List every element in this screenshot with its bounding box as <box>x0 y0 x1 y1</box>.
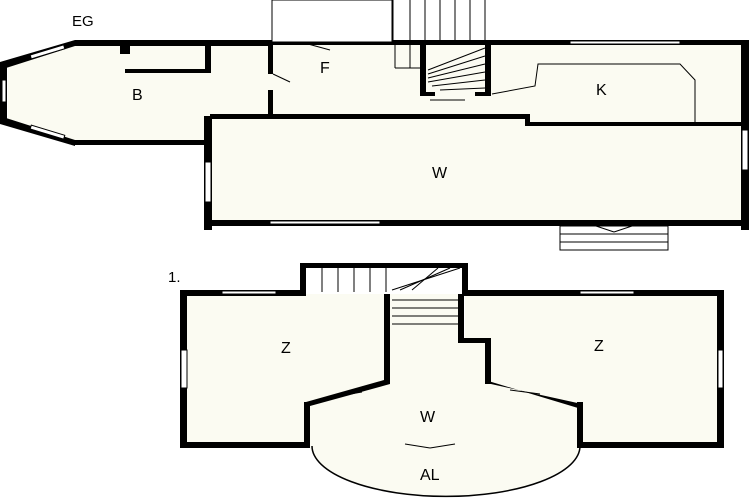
window-z-right-top <box>579 290 635 295</box>
window-bay-upper <box>29 44 66 60</box>
staircase-eg <box>271 0 486 91</box>
wall-z-left-inner <box>384 294 390 384</box>
wall-w-top <box>210 114 530 119</box>
room-label-f: F <box>320 60 330 77</box>
window-w-bottom <box>269 220 381 225</box>
wall-b-shelf <box>125 69 211 73</box>
door-b-f <box>272 73 291 83</box>
stair-wall-bottom-r <box>475 92 491 96</box>
room-label-z-left: Z <box>281 340 291 357</box>
wall-w-top-right <box>525 114 530 124</box>
first-floor: 1. Z Z W AL <box>168 263 724 498</box>
top-wall-left <box>75 40 273 46</box>
wall-z-left-bay <box>304 402 310 448</box>
stair-box-left <box>300 263 306 296</box>
room-w-floor <box>210 116 742 224</box>
staircase-1 <box>321 267 461 325</box>
window-z-right-side <box>717 349 724 389</box>
floor-label-1: 1. <box>168 269 181 286</box>
stair-box-top <box>300 263 468 268</box>
window-z-left-side <box>180 349 188 389</box>
entrance-steps <box>559 225 669 251</box>
bay-wall-lower <box>0 118 75 146</box>
window-bay <box>1 79 7 103</box>
balcony-arc <box>311 445 581 498</box>
kitchen-counter <box>491 63 696 124</box>
room-k-floor <box>420 44 742 124</box>
wall-z-right-angle <box>485 380 582 408</box>
room-f-floor <box>272 44 422 116</box>
wall-z-right-step <box>458 338 490 343</box>
window-z-left-top <box>221 290 277 295</box>
room-w-1-floor <box>305 294 580 444</box>
door-al-right <box>429 443 456 449</box>
window-w-left <box>204 161 212 203</box>
window-w-right <box>741 129 749 171</box>
room-label-b: B <box>132 87 143 104</box>
top-wall-right <box>272 40 749 45</box>
wall-b-post <box>120 44 130 54</box>
bottom-wall-eg <box>210 220 749 226</box>
stair-box-right <box>462 263 468 296</box>
bottom-wall-1-left <box>180 442 310 448</box>
wall-z-right-inner <box>458 294 464 340</box>
door-z-left <box>337 391 363 397</box>
room-al-floor <box>310 444 580 496</box>
door-z-right <box>509 389 541 395</box>
room-label-al: AL <box>420 467 440 484</box>
wall-z-right-bay <box>577 402 583 448</box>
floor-label-eg: EG <box>72 13 94 30</box>
bottom-wall-1-right <box>580 442 724 448</box>
door-al-left <box>404 443 431 449</box>
door-f-top <box>307 43 331 51</box>
wall-z-right-post <box>485 338 491 384</box>
window-k-top <box>569 40 681 45</box>
stair-wall-bottom <box>420 92 435 96</box>
stair-wall-left <box>420 44 426 96</box>
stair-wall-right <box>485 44 491 96</box>
window-bay-lower <box>29 124 66 140</box>
room-label-z-right: Z <box>594 338 604 355</box>
wall-b-f <box>268 44 273 74</box>
room-label-k: K <box>596 82 607 99</box>
wall-z-left-angle <box>306 380 390 406</box>
room-b-bottom-wall <box>75 140 211 145</box>
room-label-w-eg: W <box>432 165 448 182</box>
wall-b-inner <box>205 44 211 72</box>
room-label-w-1: W <box>420 409 436 426</box>
ground-floor: EG B F K W <box>0 0 749 251</box>
wall-b-f-lower <box>268 90 273 116</box>
